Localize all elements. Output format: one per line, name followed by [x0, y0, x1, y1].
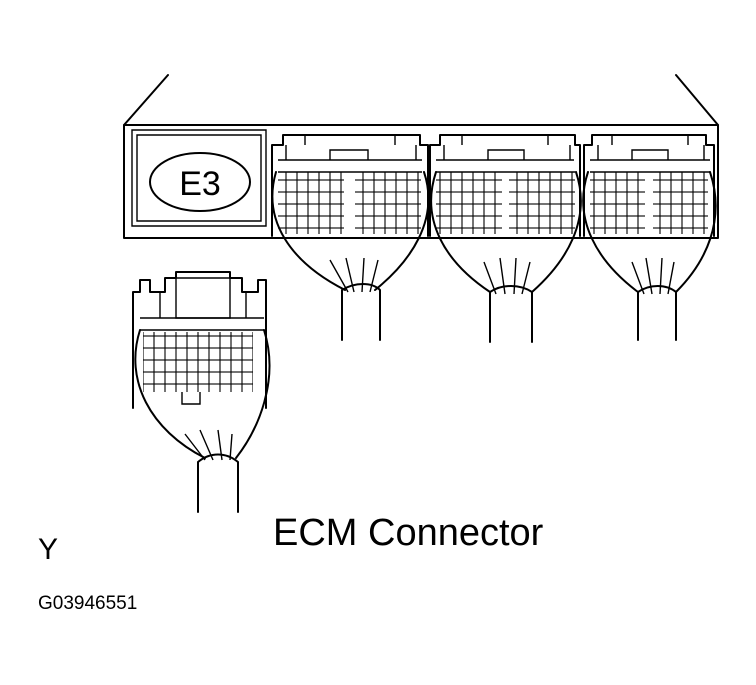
e3-label: E3: [179, 165, 221, 203]
harness-1: [271, 171, 430, 341]
figure-number: G03946551: [38, 593, 138, 614]
ecm-housing: [123, 74, 719, 239]
harness-2: [430, 171, 582, 343]
ecm-socket-2: [429, 134, 581, 237]
e3-badge: E3: [149, 152, 251, 212]
corner-mark: Y: [38, 533, 59, 566]
diagram-caption: ECM Connector: [273, 512, 544, 554]
harness-3: [582, 171, 717, 341]
ecm-socket-1: [271, 134, 429, 237]
loose-connector: [132, 271, 271, 513]
ecm-socket-3: [583, 134, 715, 237]
